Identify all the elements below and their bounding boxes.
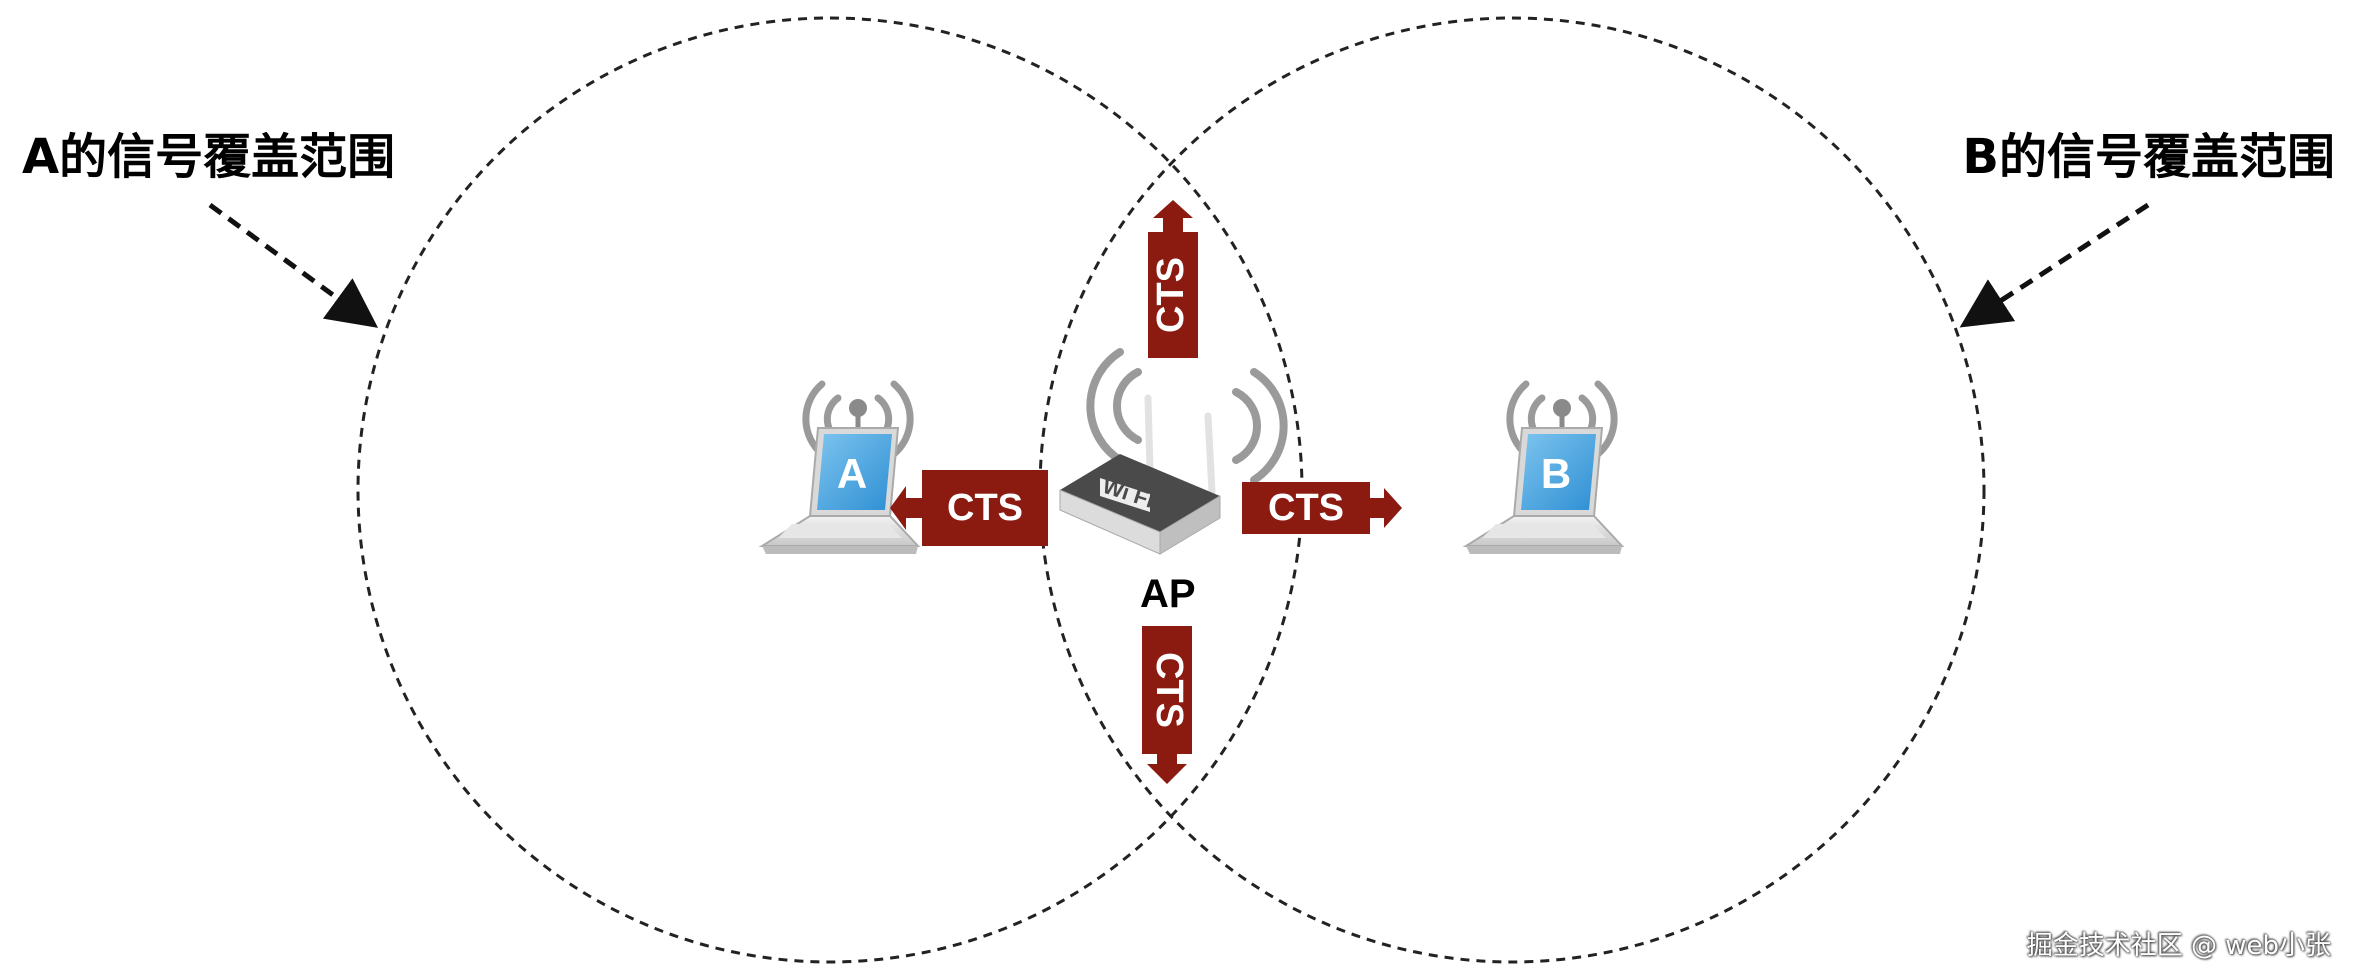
pointer-arrow-a xyxy=(208,202,379,328)
cts-label-left: CTS xyxy=(947,487,1023,529)
cts-label-right: CTS xyxy=(1268,487,1344,529)
pointer-arrow-b xyxy=(1959,202,2150,328)
watermark: 掘金技术社区 @ web小张 xyxy=(2026,931,2331,961)
cts-arrow-left: CTS xyxy=(890,470,1048,546)
laptop-a-letter: A xyxy=(837,450,867,497)
coverage-label-b: B的信号覆盖范围 xyxy=(1962,129,2335,185)
signal-waves-icon xyxy=(1086,348,1288,484)
coverage-label-a: A的信号覆盖范围 xyxy=(22,129,396,185)
coverage-circle-b xyxy=(1038,16,1986,964)
laptop-b-letter: B xyxy=(1541,450,1571,497)
wifi-router-icon: Wi Fi xyxy=(1059,348,1288,555)
cts-arrow-right: CTS xyxy=(1242,482,1402,534)
cts-label-up: CTS xyxy=(1150,257,1192,333)
laptop-a-icon: A xyxy=(758,380,921,554)
ap-label: AP xyxy=(1140,572,1196,616)
cts-arrow-up: CTS xyxy=(1148,200,1198,358)
cts-arrow-down: CTS xyxy=(1142,626,1192,784)
laptop-b-icon: B xyxy=(1462,380,1625,554)
cts-label-down: CTS xyxy=(1148,652,1190,728)
